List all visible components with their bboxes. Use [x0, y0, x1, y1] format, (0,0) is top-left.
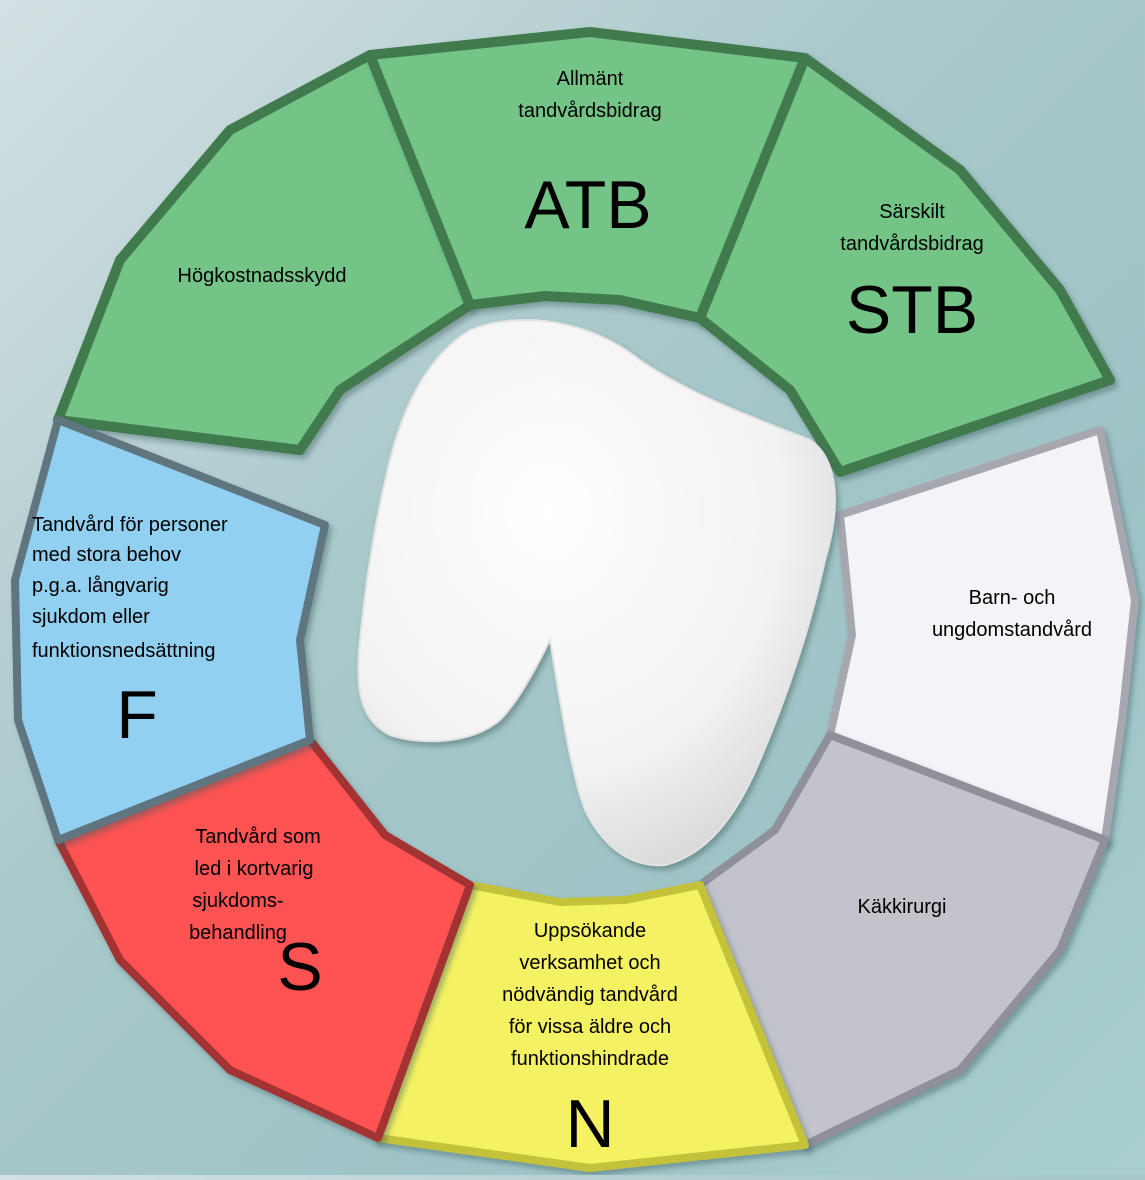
segment-atb-code: ATB — [524, 167, 651, 243]
segment-atb-label-line-1: Allmänt — [557, 68, 624, 90]
segment-f-label-line-3: p.g.a. långvarig — [32, 575, 169, 597]
segment-f-label-line-2: med stora behov — [32, 544, 181, 566]
segment-atb-label-line-2: tandvårdsbidrag — [518, 100, 661, 122]
segment-f-label-line-4: sjukdom eller — [32, 606, 150, 628]
segment-barn-label-line-1: Barn- och — [969, 587, 1056, 609]
segment-n-label-line-1: Uppsökande — [534, 920, 646, 942]
segment-barn-label-line-2: ungdomstandvård — [932, 619, 1092, 641]
segment-n-label-line-5: funktionshindrade — [511, 1048, 669, 1070]
segment-n-label-line-3: nödvändig tandvård — [502, 984, 678, 1006]
segment-n-code: N — [565, 1086, 614, 1162]
segment-s-label-line-1: Tandvård som — [195, 826, 321, 848]
segment-f-code: F — [116, 677, 158, 753]
segment-stb-code: STB — [846, 272, 978, 348]
segment-n-label-line-2: verksamhet och — [519, 952, 660, 974]
segment-s-label-line-2: led i kortvarig — [195, 858, 314, 880]
segment-hogkostnadsskydd-label: Högkostnadsskydd — [178, 265, 347, 287]
segment-n-label-line-4: för vissa äldre och — [509, 1016, 671, 1038]
segment-stb-label-line-1: Särskilt — [879, 201, 945, 223]
segment-stb-label-line-2: tandvårdsbidrag — [840, 233, 983, 255]
segment-f-label-line-5: funktionsnedsättning — [32, 640, 215, 662]
segment-s-code: S — [277, 929, 322, 1005]
segment-f-label-line-1: Tandvård för personer — [32, 514, 228, 536]
segment-s-label-line-3: sjukdoms- — [192, 890, 283, 912]
segment-s-label-line-4: behandling — [189, 922, 287, 944]
segment-kakkirurgi-label: Käkkirurgi — [858, 896, 947, 918]
tooth-icon — [358, 320, 835, 865]
